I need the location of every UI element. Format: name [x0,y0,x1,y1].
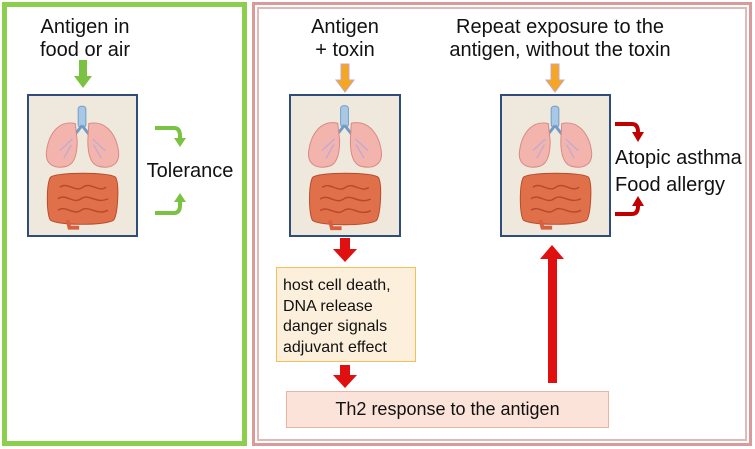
danger-signals-box: host cell death, DNA release danger sign… [276,267,416,362]
organ-illustration-left [27,94,138,237]
lungs-icon [44,104,121,230]
middle-title-line1: Antigen [311,16,379,38]
tolerance-panel [2,2,247,446]
right-title-line2: antigen, without the toxin [449,39,671,61]
organ-illustration-middle [289,94,401,237]
effect-line-2: DNA release [283,297,373,315]
effect-line-1: host cell death, [283,277,391,294]
left-title-line1: Antigen in [40,16,130,38]
tolerance-label: Tolerance [146,160,234,182]
th2-response-box: Th2 response to the antigen [286,391,609,428]
effect-line-3: danger signals [283,318,388,335]
right-title-line1: Repeat exposure to the [456,16,664,38]
allergy-panel-inner-border [257,7,747,441]
lungs-icon [517,104,594,230]
intestines-icon [306,103,384,231]
allergy-panel [252,2,752,446]
left-title-line2: food or air [39,39,131,61]
food-allergy-label: Food allergy [615,174,726,196]
effect-line-4: adjuvant effect [283,338,387,356]
organ-illustration-right [500,94,611,237]
middle-title-line2: + toxin [315,39,375,61]
atopic-asthma-label: Atopic asthma [615,147,742,169]
